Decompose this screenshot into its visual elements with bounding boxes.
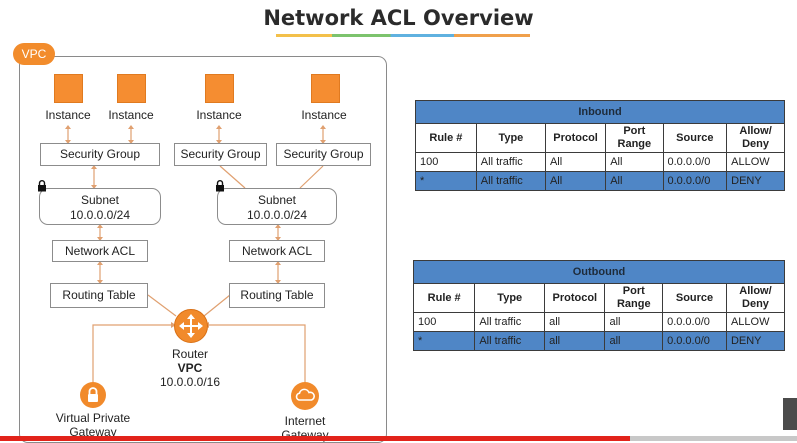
title-underline	[276, 34, 530, 37]
table-cell: 0.0.0.0/0	[662, 312, 727, 332]
column-header: Rule #	[412, 283, 476, 313]
table-row: 100 All traffic all all 0.0.0.0/0 ALLOW	[412, 312, 786, 332]
inbound-rules-table: Inbound Rule # Type Protocol Port Range …	[415, 100, 785, 191]
instance-icon[interactable]	[311, 74, 340, 103]
table-cell: All	[605, 171, 664, 191]
instance-icon[interactable]	[54, 74, 83, 103]
table-cell: 0.0.0.0/0	[662, 171, 728, 191]
table-cell: 0.0.0.0/0	[662, 331, 727, 351]
connector-router-vpg	[92, 324, 174, 385]
vpn-gateway-label: Virtual Private Gateway	[40, 411, 146, 439]
table-cell: All traffic	[474, 312, 546, 332]
column-header: Port Range	[604, 283, 664, 313]
security-group-box[interactable]: Security Group	[40, 143, 160, 166]
video-progress-played	[0, 436, 630, 441]
lock-icon	[38, 180, 46, 192]
internet-gateway-icon[interactable]	[291, 382, 319, 410]
router-vpc-label: VPC	[177, 361, 203, 375]
subscribe-watermark[interactable]	[783, 398, 797, 430]
table-cell: all	[604, 312, 664, 332]
routing-table-box[interactable]: Routing Table	[229, 283, 325, 308]
table-row: * All traffic all all 0.0.0.0/0 DENY	[412, 331, 786, 351]
column-header: Type	[475, 123, 546, 153]
table-cell: all	[604, 331, 664, 351]
router-icon[interactable]	[174, 309, 208, 343]
connector-rt1-router	[147, 294, 177, 317]
vpn-gateway-icon[interactable]	[80, 382, 106, 408]
router-label: Router	[171, 347, 209, 361]
table-row: 100 All traffic All All 0.0.0.0/0 ALLOW	[415, 152, 785, 172]
subnet-box[interactable]: Subnet 10.0.0.0/24	[39, 188, 161, 225]
outbound-title: Outbound	[413, 260, 785, 284]
table-cell: *	[412, 331, 476, 351]
table-cell: All traffic	[474, 331, 546, 351]
table-cell: All	[605, 152, 664, 172]
connector-sg3-subnet2	[299, 165, 324, 189]
inbound-title: Inbound	[415, 100, 785, 124]
router-cidr: 10.0.0.0/16	[159, 375, 221, 389]
page-title: Network ACL Overview	[263, 6, 534, 30]
table-cell: All traffic	[475, 152, 546, 172]
column-header: Source	[662, 283, 727, 313]
lock-icon	[88, 387, 98, 402]
table-cell: DENY	[726, 171, 785, 191]
instance-icon[interactable]	[205, 74, 234, 103]
column-header: Allow/ Deny	[725, 283, 786, 313]
vpn-gateway-label-line2: Gateway	[69, 425, 117, 439]
column-header: Type	[474, 283, 546, 313]
instance-label: Instance	[301, 108, 347, 122]
column-header: Port Range	[605, 123, 664, 153]
table-cell: ALLOW	[726, 152, 785, 172]
subnet-name: Subnet	[80, 193, 120, 207]
instance-label: Instance	[196, 108, 242, 122]
subnet-name: Subnet	[257, 193, 297, 207]
subnet-cidr: 10.0.0.0/24	[69, 208, 131, 222]
vpn-gateway-label-line1: Virtual Private	[55, 411, 131, 425]
table-cell: all	[544, 331, 606, 351]
column-header: Rule #	[415, 123, 477, 153]
table-cell: All traffic	[475, 171, 546, 191]
vpc-tag: VPC	[13, 43, 55, 65]
table-cell: DENY	[725, 331, 786, 351]
lock-icon	[216, 180, 224, 192]
instance-label: Instance	[45, 108, 91, 122]
column-header: Protocol	[544, 123, 607, 153]
outbound-rules-table: Outbound Rule # Type Protocol Port Range…	[412, 260, 786, 351]
table-cell: 100	[415, 152, 477, 172]
connector-rt2-router	[203, 294, 231, 317]
internet-gateway-label-line1: Internet	[284, 414, 326, 428]
video-progress-bar[interactable]	[0, 436, 797, 441]
network-acl-box[interactable]: Network ACL	[229, 240, 325, 262]
instance-label: Instance	[108, 108, 154, 122]
column-header: Source	[662, 123, 728, 153]
security-group-box[interactable]: Security Group	[276, 143, 371, 166]
table-cell: All	[544, 171, 607, 191]
router-label-block: Router VPC 10.0.0.0/16	[140, 347, 240, 389]
table-row: * All traffic All All 0.0.0.0/0 DENY	[415, 171, 785, 191]
table-cell: *	[415, 171, 477, 191]
column-header: Allow/ Deny	[726, 123, 785, 153]
table-cell: 100	[412, 312, 476, 332]
column-header: Protocol	[544, 283, 606, 313]
connector-sg2-subnet2	[219, 165, 246, 189]
instance-icon[interactable]	[117, 74, 146, 103]
routing-table-box[interactable]: Routing Table	[50, 283, 148, 308]
subnet-cidr: 10.0.0.0/24	[246, 208, 308, 222]
connector-router-igw	[206, 324, 306, 385]
table-cell: All	[544, 152, 607, 172]
router-arrows-icon	[179, 314, 203, 338]
table-cell: ALLOW	[725, 312, 786, 332]
network-acl-box[interactable]: Network ACL	[52, 240, 148, 262]
cloud-icon	[295, 388, 315, 401]
subnet-box[interactable]: Subnet 10.0.0.0/24	[217, 188, 337, 225]
table-cell: all	[544, 312, 606, 332]
table-cell: 0.0.0.0/0	[662, 152, 728, 172]
security-group-box[interactable]: Security Group	[174, 143, 267, 166]
